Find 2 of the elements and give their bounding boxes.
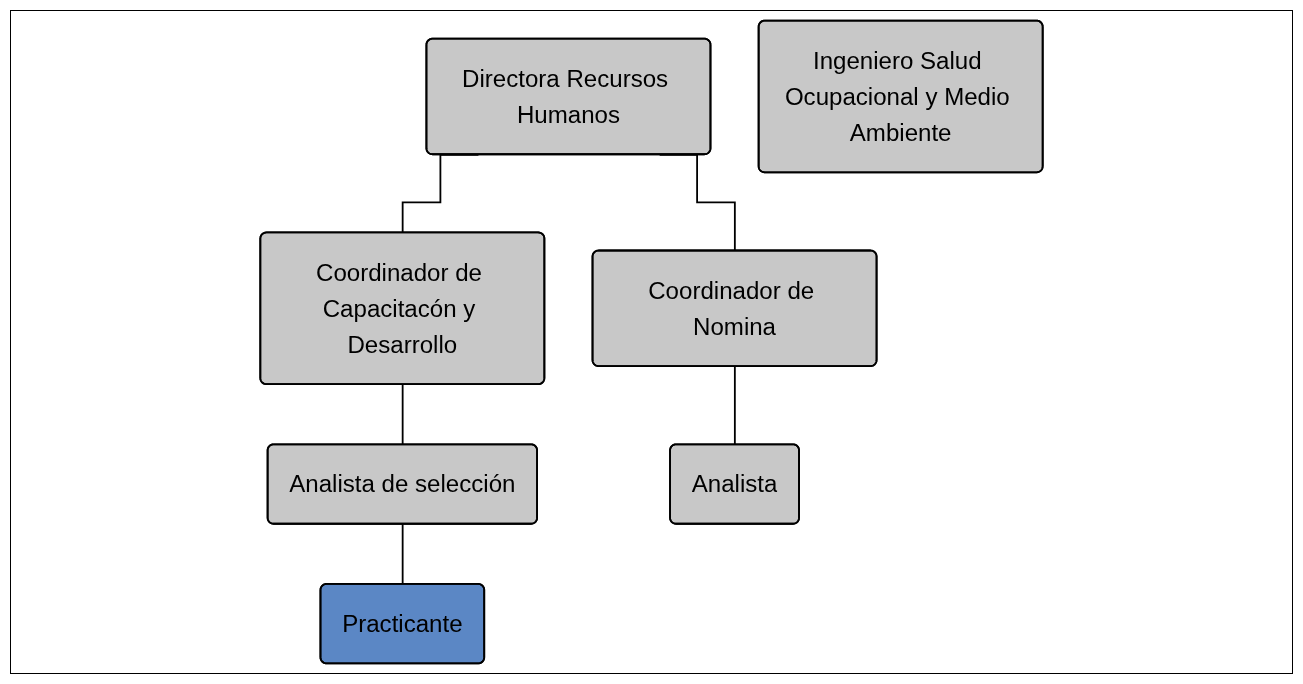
connector (401, 383, 404, 446)
connector (733, 365, 737, 446)
